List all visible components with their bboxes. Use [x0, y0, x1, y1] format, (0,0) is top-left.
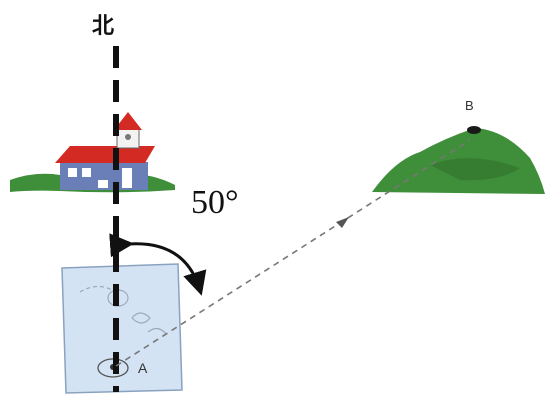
- bearing-path: [115, 139, 471, 367]
- map-icon: [61, 263, 183, 394]
- summit-b-marker: [467, 126, 481, 134]
- bearing-arrow: [336, 217, 349, 228]
- right-hill-shade: [430, 158, 520, 181]
- house-icon: [55, 112, 155, 190]
- angle-label: 50°: [191, 184, 239, 221]
- angle-arc-arrow: [109, 233, 207, 296]
- angle-label-box: [176, 172, 294, 240]
- point-a-label: A: [138, 360, 148, 376]
- point-b-label: B: [465, 98, 474, 113]
- north-label: 北: [92, 14, 115, 39]
